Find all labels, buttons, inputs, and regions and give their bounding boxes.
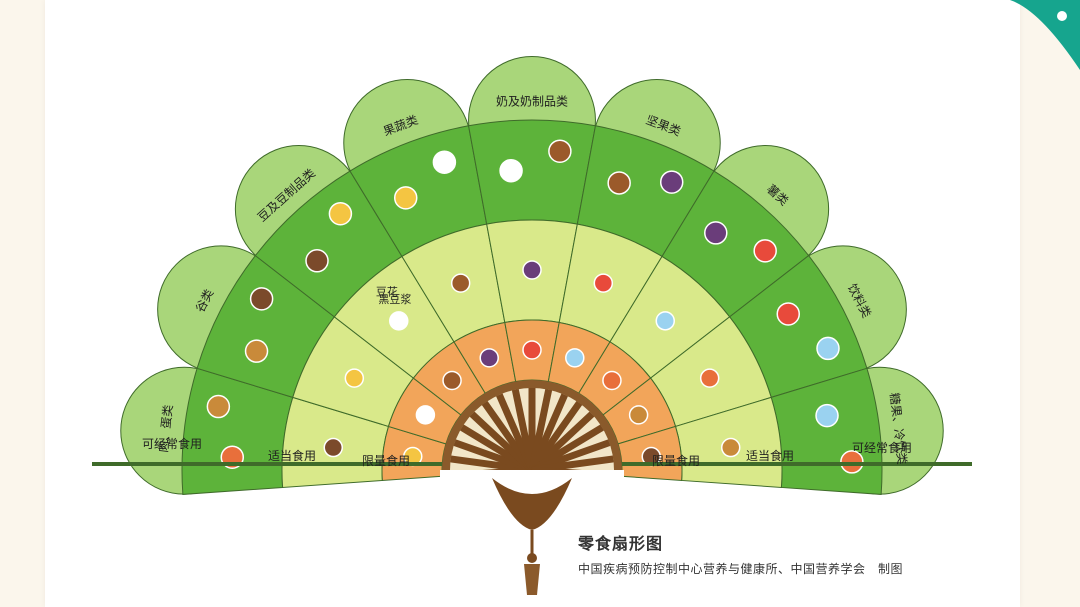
food-item-illustration [206,394,231,419]
food-item-illustration [432,150,457,174]
food-item-illustration [816,336,840,361]
food-item-illustration [479,348,499,368]
food-item-illustration [393,186,418,210]
food-item-illustration [323,437,344,458]
food-item-illustration [389,311,409,331]
diagram-credit: 中国疾病预防控制中心营养与健康所、中国营养学会 制图 [578,562,904,576]
food-item-illustration [753,239,777,263]
item-label-douhua: 豆花 [376,286,398,299]
food-item-illustration [244,339,269,363]
food-item-illustration [659,170,684,194]
level-label-outer-right: 可经常食用 [852,440,912,455]
food-item-illustration [249,287,274,311]
food-item-illustration [522,260,542,280]
food-item-illustration [415,405,436,425]
food-item-illustration [704,221,728,245]
fan-knot [527,553,537,563]
food-item-illustration [607,171,631,195]
food-item-illustration [720,437,741,458]
food-item-illustration [522,340,542,360]
food-item-illustration [442,370,462,391]
fan-tassel [524,564,540,595]
food-item-illustration [450,273,471,293]
food-item-illustration [499,158,523,183]
food-item-illustration [548,139,572,163]
diagram-title: 零食扇形图 [578,534,664,553]
level-label-middle-left: 适当食用 [268,448,316,463]
outer-band-segment [467,119,597,225]
food-item-illustration [328,201,353,226]
level-label-inner-right: 限量食用 [652,453,700,468]
item-label-heidoujiang: 黑豆浆 [378,292,411,306]
food-item-illustration [602,370,622,391]
food-item-illustration [776,302,800,326]
food-item-illustration [344,368,365,388]
food-item-illustration [840,450,864,474]
corner-decoration [1010,0,1080,70]
food-item-illustration [593,273,614,293]
food-item-illustration [565,348,585,368]
level-label-outer-left: 可经常食用 [142,436,202,451]
category-label: 奶及奶制品类 [496,95,568,109]
food-item-illustration [305,249,329,273]
food-item-illustration [815,403,839,428]
category-label: 肉、蛋类 [156,404,175,453]
food-item-illustration [655,311,675,331]
food-item-illustration [628,405,649,425]
level-label-inner-left: 限量食用 [362,453,410,468]
level-label-middle-right: 适当食用 [746,448,794,463]
food-item-illustration [699,368,720,388]
fan-handle [492,478,572,530]
caption: 零食扇形图 中国疾病预防控制中心营养与健康所、中国营养学会 制图 [578,530,903,577]
